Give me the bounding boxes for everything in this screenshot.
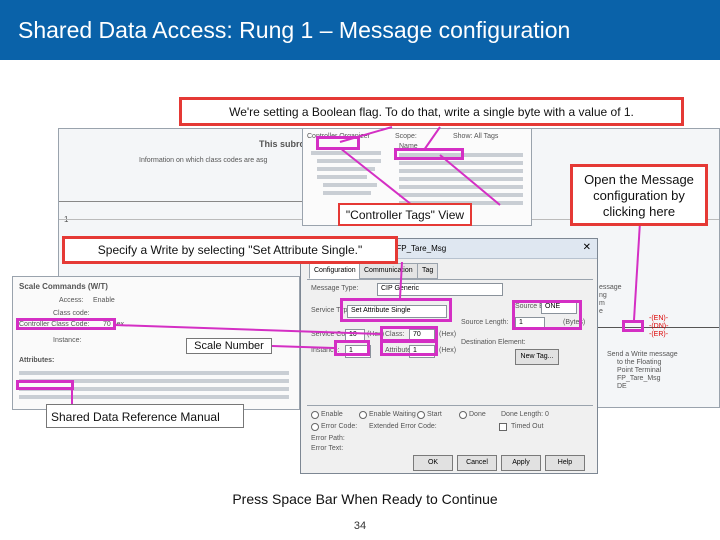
callout-reference-manual: Shared Data Reference Manual	[46, 404, 244, 428]
rung-caption-4: FP_Tare_Msg	[617, 375, 661, 382]
source-length-label: Source Length:	[461, 319, 509, 326]
continue-prompt: Press Space Bar When Ready to Continue	[232, 491, 498, 507]
close-icon[interactable]: ✕	[582, 242, 591, 253]
rung-text-2: ng	[599, 292, 607, 299]
rung-caption-1: Send a Write message	[607, 351, 678, 358]
show-label: Show: All Tags	[453, 133, 499, 140]
apply-button[interactable]: Apply	[501, 455, 541, 471]
slide-title: Shared Data Access: Rung 1 – Message con…	[18, 17, 571, 43]
name-column: Name	[399, 143, 418, 150]
tab-tag[interactable]: Tag	[417, 263, 439, 279]
status-enable: Enable	[321, 411, 343, 418]
extended-error-label: Extended Error Code:	[369, 423, 437, 430]
class-code-highlight[interactable]	[16, 318, 116, 330]
callout-scale-number: Scale Number	[186, 338, 272, 354]
enable-waiting-indicator	[359, 411, 367, 419]
service-type-select[interactable]: Set Attribute Single	[347, 305, 447, 318]
tab-configuration[interactable]: Configuration	[309, 263, 361, 279]
enable-indicator	[311, 411, 319, 419]
instance-label: Instance:	[311, 347, 340, 354]
new-tag-button[interactable]: New Tag...	[515, 349, 559, 365]
class-code-label: Class code:	[53, 310, 90, 317]
status-done-length: Done Length: 0	[501, 411, 549, 418]
source-element-highlight[interactable]	[512, 300, 582, 330]
rung-text-4: e	[599, 308, 603, 315]
tag-row-highlight[interactable]	[394, 148, 464, 160]
rung-message-highlight[interactable]	[622, 320, 644, 332]
attribute-label: Attribute:	[385, 347, 414, 354]
rung-text-1: essage	[599, 284, 622, 291]
instance-attribute-highlight[interactable]	[380, 340, 438, 356]
info-text: Information on which class codes are asg	[139, 157, 268, 164]
rung-caption-5: DE	[617, 383, 627, 390]
timed-out-checkbox[interactable]	[499, 423, 507, 431]
status-done: Done	[469, 411, 486, 418]
controller-class-code: Controller Class Code:	[19, 321, 90, 328]
callout-open-message: Open the Message configuration by clicki…	[570, 164, 708, 226]
callout-open-message-text: Open the Message configuration by clicki…	[584, 172, 694, 219]
controller-tags-highlight[interactable]	[316, 136, 360, 150]
message-type-select[interactable]: CIP Generic	[377, 283, 503, 296]
source-element-label: Source Element:	[515, 303, 567, 310]
attributes-label: Attributes:	[19, 357, 55, 364]
callout-controller-tags: "Controller Tags" View	[338, 203, 472, 226]
attribute-row-highlight[interactable]	[16, 380, 74, 390]
subroutine-text: This subrout	[259, 139, 314, 149]
scope-label: Scope:	[395, 133, 417, 140]
rung-text-3: m	[599, 300, 605, 307]
callout-boolean-flag: We're setting a Boolean flag. To do that…	[179, 97, 684, 126]
class-hex: (Hex)	[439, 331, 457, 338]
service-type-label: Service Type:	[311, 307, 354, 314]
start-indicator	[417, 411, 425, 419]
title-bar: Shared Data Access: Rung 1 – Message con…	[0, 0, 720, 60]
cancel-button[interactable]: Cancel	[457, 455, 497, 471]
error-text-label: Error Text:	[311, 445, 344, 452]
access-label: Access:	[59, 297, 84, 304]
error-path-label: Error Path:	[311, 435, 345, 442]
help-button[interactable]: Help	[545, 455, 585, 471]
access-value: Enable	[93, 297, 115, 304]
message-type-label: Message Type:	[311, 285, 359, 292]
class-label: Class:	[385, 331, 405, 338]
rung-caption-2: to the Floating	[617, 359, 662, 366]
scale-commands-title: Scale Commands (W/T)	[19, 282, 108, 291]
destination-label: Destination Element:	[461, 339, 526, 346]
service-type-highlight[interactable]	[340, 298, 452, 322]
timed-out-label: Timed Out	[511, 423, 544, 430]
done-indicator	[459, 411, 467, 419]
attribute-hex: (Hex)	[439, 347, 457, 354]
ok-button[interactable]: OK	[413, 455, 453, 471]
instance-field-highlight[interactable]	[334, 340, 370, 356]
rung-caption-3: Point Terminal	[617, 367, 662, 374]
status-start: Start	[427, 411, 442, 418]
source-length-unit: (Bytes)	[563, 319, 586, 326]
error-code-label: Error Code:	[321, 423, 358, 430]
message-configuration-dialog: Message Configuration - FP_Tare_Msg ✕ Co…	[300, 238, 598, 474]
page-number: 34	[353, 520, 367, 532]
instance-label: Instance:	[53, 337, 82, 344]
tab-communication[interactable]: Communication	[359, 263, 418, 279]
error-code-indicator	[311, 423, 319, 431]
status-enable-waiting: Enable Waiting	[369, 411, 416, 418]
callout-specify-write: Specify a Write by selecting "Set Attrib…	[62, 236, 398, 264]
